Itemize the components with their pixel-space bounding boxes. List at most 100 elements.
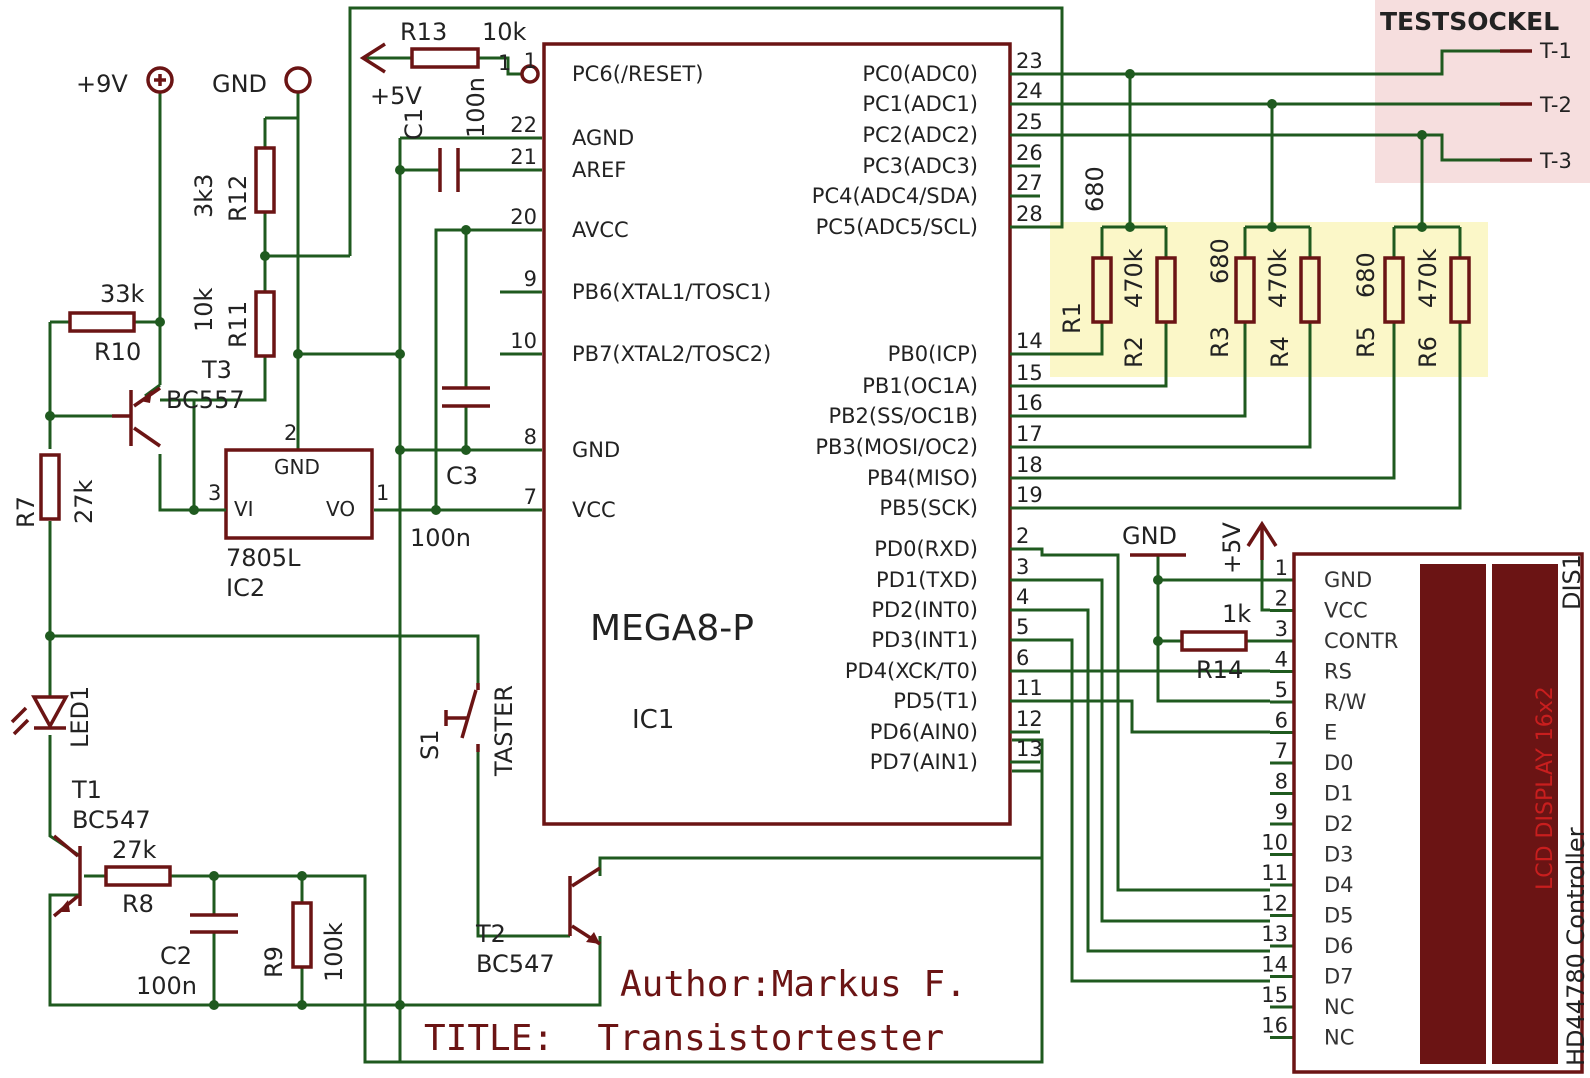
svg-text:VO: VO bbox=[326, 497, 355, 521]
lcd-segments-right bbox=[1492, 564, 1558, 1064]
svg-text:1: 1 bbox=[376, 481, 389, 505]
mcu-right-pin-label: PD5(T1) bbox=[893, 689, 978, 713]
resistor-r12: 3k3 R12 bbox=[190, 146, 276, 222]
svg-text:BC547: BC547 bbox=[72, 806, 151, 834]
capacitor-c2: C2 100n bbox=[136, 913, 238, 1000]
lcd-pin-label: D4 bbox=[1324, 873, 1354, 897]
svg-text:BC557: BC557 bbox=[166, 386, 245, 414]
svg-text:33k: 33k bbox=[100, 280, 145, 308]
r6-ref: R6 bbox=[1414, 336, 1442, 368]
svg-text:7805L: 7805L bbox=[226, 544, 301, 572]
lcd-pin-label: NC bbox=[1324, 1026, 1354, 1050]
mcu-right-pin-label: PC0(ADC0) bbox=[862, 62, 978, 86]
lcd-pin-number: 8 bbox=[1275, 770, 1288, 794]
svg-text:R7: R7 bbox=[12, 496, 40, 528]
mcu-right-pin-number: 5 bbox=[1016, 615, 1029, 639]
mcu-right-pin-number: 13 bbox=[1016, 737, 1043, 761]
lcd-name: LCD DISPLAY 16x2 bbox=[1533, 686, 1558, 890]
lcd-pin-number: 5 bbox=[1275, 678, 1288, 702]
mcu-right-pin-number: 16 bbox=[1016, 391, 1043, 415]
r6-value: 470k bbox=[1414, 248, 1442, 308]
supply-5v-r13: +5V bbox=[359, 42, 422, 110]
r3-value: 680 bbox=[1206, 238, 1234, 284]
mcu-right-pin-label: PC3(ADC3) bbox=[862, 154, 978, 178]
mcu-right-pin-number: 6 bbox=[1016, 646, 1029, 670]
mcu-right-pin-number: 24 bbox=[1016, 79, 1043, 103]
lcd-pin-label: D1 bbox=[1324, 782, 1354, 806]
svg-text:3k3: 3k3 bbox=[190, 174, 218, 218]
lcd-pin-label: R/W bbox=[1324, 690, 1367, 714]
mcu-left-pin-number: 10 bbox=[510, 329, 537, 353]
mcu-left-pin-number: 7 bbox=[524, 485, 537, 509]
mcu-left-pin-label: GND bbox=[572, 438, 620, 462]
mcu-left-pin-label: AVCC bbox=[572, 218, 629, 242]
mcu-right-pin-label: PB0(ICP) bbox=[888, 342, 978, 366]
resistor-network-highlight bbox=[1050, 222, 1488, 377]
mcu-ic1: MEGA8-P IC1 PC6(/RESET)1AGND22AREF21AVCC… bbox=[510, 42, 1043, 826]
lcd-pin-number: 13 bbox=[1261, 922, 1288, 946]
lcd-pin-label: NC bbox=[1324, 995, 1354, 1019]
svg-text:R11: R11 bbox=[224, 301, 252, 348]
mcu-ref: IC1 bbox=[632, 705, 674, 735]
mcu-right-pin-label: PB2(SS/OC1B) bbox=[828, 404, 978, 428]
supply-gnd-top: GND bbox=[212, 66, 312, 98]
mcu-left-pin-label: VCC bbox=[572, 498, 616, 522]
title-text: TITLE: Transistortester bbox=[424, 1018, 944, 1059]
lcd-pin-number: 16 bbox=[1261, 1014, 1288, 1038]
supply-9v: +9V bbox=[76, 66, 174, 98]
svg-text:10k: 10k bbox=[190, 287, 218, 332]
svg-text:T3: T3 bbox=[201, 356, 232, 384]
mcu-right-pin-number: 19 bbox=[1016, 483, 1043, 507]
mcu-right-pin-number: 27 bbox=[1016, 171, 1043, 195]
lcd-pin-label: D0 bbox=[1324, 751, 1354, 775]
lcd-gnd-symbol: GND bbox=[1122, 522, 1186, 557]
mcu-left-pin-number: 21 bbox=[510, 145, 537, 169]
svg-text:100n: 100n bbox=[410, 524, 471, 552]
plus5v-r13-label: +5V bbox=[370, 82, 422, 110]
testsocket-pin-1: T-1 bbox=[1539, 39, 1572, 63]
mcu-right-pin-number: 3 bbox=[1016, 555, 1029, 579]
regulator-ic2: GND VI VO 3 2 1 7805L IC2 bbox=[200, 421, 389, 602]
mcu-right-pin-number: 14 bbox=[1016, 329, 1043, 353]
mcu-right-pin-label: PD6(AIN0) bbox=[870, 720, 978, 744]
svg-text:GND: GND bbox=[1122, 522, 1177, 550]
lcd-pin-number: 7 bbox=[1275, 739, 1288, 763]
mcu-left-pin-number: 9 bbox=[524, 267, 537, 291]
gnd-top-label: GND bbox=[212, 70, 267, 98]
mcu-right-pin-label: PC4(ADC4/SDA) bbox=[812, 184, 978, 208]
r1-value: 680 bbox=[1081, 166, 1109, 212]
lcd-pin-number: 9 bbox=[1275, 800, 1288, 824]
testsocket-title: TESTSOCKEL bbox=[1380, 7, 1559, 36]
svg-text:R10: R10 bbox=[94, 338, 141, 366]
transistor-t2: T2 BC547 bbox=[475, 866, 601, 978]
svg-text:+5V: +5V bbox=[1218, 522, 1246, 574]
mcu-right-pin-number: 28 bbox=[1016, 202, 1043, 226]
resistor-r9: R9 100k bbox=[260, 901, 348, 982]
author-text: Author:Markus F. bbox=[620, 964, 967, 1005]
mcu-left-pin-number: 22 bbox=[510, 113, 537, 137]
lcd-pin-number: 14 bbox=[1261, 953, 1288, 977]
r5-value: 680 bbox=[1352, 252, 1380, 298]
lcd-pin-number: 12 bbox=[1261, 892, 1288, 916]
mcu-right-pin-label: PC5(ADC5/SCL) bbox=[816, 215, 978, 239]
svg-text:100n: 100n bbox=[136, 972, 197, 1000]
transistor-t3: T3 BC557 bbox=[112, 356, 245, 448]
testsocket-pin-3: T-3 bbox=[1539, 149, 1572, 173]
resistor-r10: 33k R10 bbox=[68, 280, 145, 366]
r5-ref: R5 bbox=[1352, 326, 1380, 358]
led1: LED1 bbox=[10, 686, 94, 748]
lcd-pin-number: 3 bbox=[1275, 617, 1288, 641]
mcu-right-pin-label: PC1(ADC1) bbox=[862, 92, 978, 116]
mcu-right-pin-number: 11 bbox=[1016, 676, 1043, 700]
svg-text:S1: S1 bbox=[416, 729, 444, 760]
lcd-pin-number: 2 bbox=[1275, 587, 1288, 611]
svg-text:IC2: IC2 bbox=[226, 574, 265, 602]
lcd-pin-number: 4 bbox=[1275, 648, 1288, 672]
mcu-left-pin-number: 8 bbox=[524, 425, 537, 449]
mcu-left-pin-label: AREF bbox=[572, 158, 626, 182]
svg-text:GND: GND bbox=[274, 455, 320, 479]
mcu-right-pin-label: PD4(XCK/T0) bbox=[845, 659, 978, 683]
testsocket-pin-2: T-2 bbox=[1539, 93, 1572, 117]
